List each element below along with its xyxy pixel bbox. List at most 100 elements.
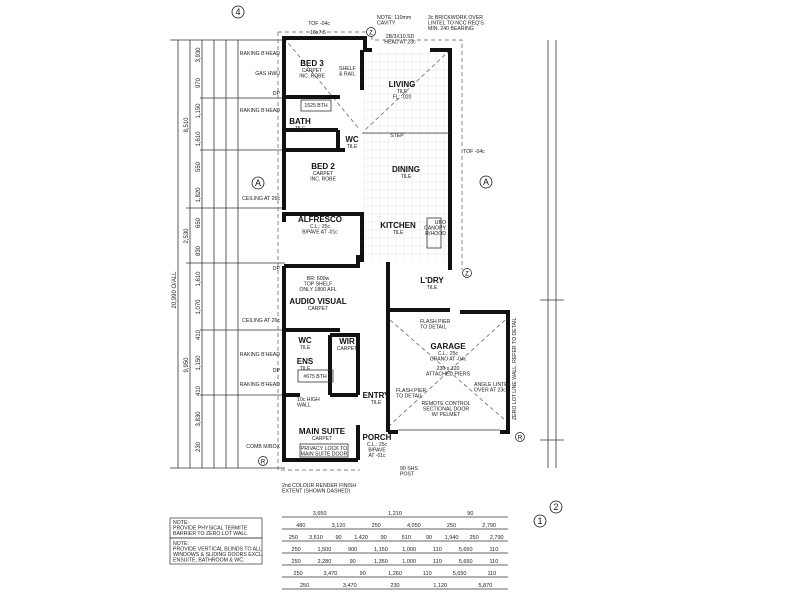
bottom-dim-value: 900 (348, 547, 357, 553)
side-note: DP (273, 91, 281, 97)
grid-marker-1-label: 1 (537, 516, 542, 526)
bottom-dim-value: 510 (402, 535, 411, 541)
wall-note: 10c HIGH (297, 397, 320, 403)
flash-pier-note: TO DETAIL (396, 394, 422, 400)
bottom-dim-value: 5,650 (459, 547, 473, 553)
room-name-wc1: WC (345, 135, 359, 144)
canopy-label: CANOPY (424, 226, 446, 232)
tile-grid (363, 52, 449, 262)
room-finish-bed3: CARPET (302, 68, 322, 74)
bottom-dim-value: 1,500 (317, 547, 331, 553)
room-name-bath: BATH (289, 117, 311, 126)
shelf-note: TOP SHELF (304, 282, 333, 288)
left-dim-value: 550 (196, 161, 202, 172)
room-finish-wc2: TILE (300, 345, 311, 351)
left-dim-value: 1,820 (196, 187, 202, 203)
room-name-wc2: WC (298, 336, 312, 345)
privacy-lock-note: PRIVACY LOCK TO (301, 446, 347, 452)
bottom-dim-value: 250 (289, 535, 298, 541)
marker-z-label: Z (369, 31, 373, 37)
privacy-lock-note: MAIN SUITE DOOR (301, 452, 348, 458)
note-text: NOTE: (173, 520, 189, 526)
bottom-dim-value: 1,150 (374, 547, 388, 553)
bottom-dim-value: 110 (433, 559, 442, 565)
canopy-label: R/HOOD (425, 231, 446, 237)
angle-lintel-note: OVER AT 23c (474, 388, 506, 394)
left-dim-value: 1,150 (196, 355, 202, 371)
attached-piers-note: 230 x 120 (437, 366, 460, 372)
note-text: WINDOWS & SLIDING DOORS EXCL. (173, 552, 263, 558)
bottom-dim-value: 3,510 (309, 535, 323, 541)
bottom-dim-value: 3,470 (324, 571, 338, 577)
step-label: STEP (390, 133, 404, 139)
bottom-dim-value: 250 (372, 523, 381, 529)
room-finish-living: FL: -020 (393, 95, 412, 101)
room-name-ldry: L'DRY (420, 276, 444, 285)
bottom-dim-value: 1,420 (354, 535, 368, 541)
shelf-rail-label: & RAIL (339, 72, 356, 78)
room-name-alfresco: ALFRESCO (298, 215, 342, 224)
render-note: EXTENT (SHOWN DASHED) (282, 489, 350, 495)
marker-z-ldry: Z (462, 268, 472, 278)
bottom-dim-value: 4,050 (407, 523, 421, 529)
section-marker-a-left: A (251, 176, 265, 190)
bottom-dim-value: 1,120 (433, 583, 447, 589)
side-note: RAKING B'HEAD (240, 108, 280, 114)
grid-marker-2: 2 (549, 500, 563, 514)
bottom-dim-value: 110 (433, 547, 442, 553)
bottom-dim-value: 90 (381, 535, 387, 541)
bottom-dim-value: 3,470 (343, 583, 357, 589)
note-text: PROVIDE VERTICAL BLINDS TO ALL (173, 547, 262, 553)
flash-pier-note: FLASH PIER (420, 319, 451, 325)
bottom-dim-value: 480 (296, 523, 305, 529)
flash-pier-note: FLASH PIER (396, 388, 427, 394)
shelf-rail-label: SHELF (339, 66, 356, 72)
bottom-dim-value: 250 (300, 583, 309, 589)
garage-door-note: REMOTE CONTROL (422, 401, 471, 407)
room-name-audio: AUDIO VISUAL (289, 297, 346, 306)
wall-note: WALL (297, 403, 311, 409)
note-cavity: CAVITY (377, 21, 396, 27)
marker-r-label: R (518, 436, 523, 442)
bottom-dim-value: 90 (350, 559, 356, 565)
bottom-dim-value: 90 (426, 535, 432, 541)
bottom-dim-value: 5,650 (459, 559, 473, 565)
room-finish-kitchen: TILE (393, 230, 404, 236)
bottom-dim-value: 1,210 (388, 511, 402, 517)
side-note: GAS HWU (255, 71, 280, 77)
bottom-dim-value: 230 (390, 583, 399, 589)
room-name-ens: ENS (297, 357, 314, 366)
room-name-porch: PORCH (363, 433, 392, 442)
bottom-dim-value: 2,280 (317, 559, 331, 565)
bottom-dim-value: 3,650 (313, 511, 327, 517)
note-brickwork: MIN. 240 BEARING (428, 26, 474, 32)
side-note: DP (273, 266, 281, 272)
canopy-label: UBO (435, 220, 446, 226)
left-dim-value: 3,830 (196, 411, 202, 427)
room-finish-ens: TILE (300, 366, 311, 372)
bottom-dim-value: 1,350 (374, 559, 388, 565)
room-finish-porch: B/PAVE (368, 448, 386, 454)
left-dim-value: 1,070 (196, 299, 202, 315)
room-finish-ldry: TILE (427, 285, 438, 291)
bottom-dim-value: 90 (335, 535, 341, 541)
section-marker-a-right: A (479, 175, 493, 189)
note-text: PROVIDE PHYSICAL TERMITE (173, 526, 248, 532)
bottom-dim-value: 1,000 (402, 559, 416, 565)
side-note: CEILING AT 26c (242, 318, 280, 324)
bottom-dim-value: 90 (467, 511, 473, 517)
room-name-dining: DINING (392, 165, 420, 174)
room-finish-entry: TILE (371, 400, 382, 406)
left-dim-value: 3,930 (196, 47, 202, 63)
side-note: DP (273, 368, 281, 374)
left-dim-value: 410 (196, 385, 202, 396)
shelf-note: ONLY 1800 AFL (299, 287, 336, 293)
grid-marker-1: 1 (533, 514, 547, 528)
grid-marker-4: 4 (231, 5, 245, 19)
garage-door-note: SECTIONAL DOOR (423, 407, 469, 413)
side-note: RAKING B'HEAD (240, 51, 280, 57)
room-finish-wc1: TILE (347, 144, 358, 150)
head-label: 2B/3X10.SD (386, 34, 415, 40)
